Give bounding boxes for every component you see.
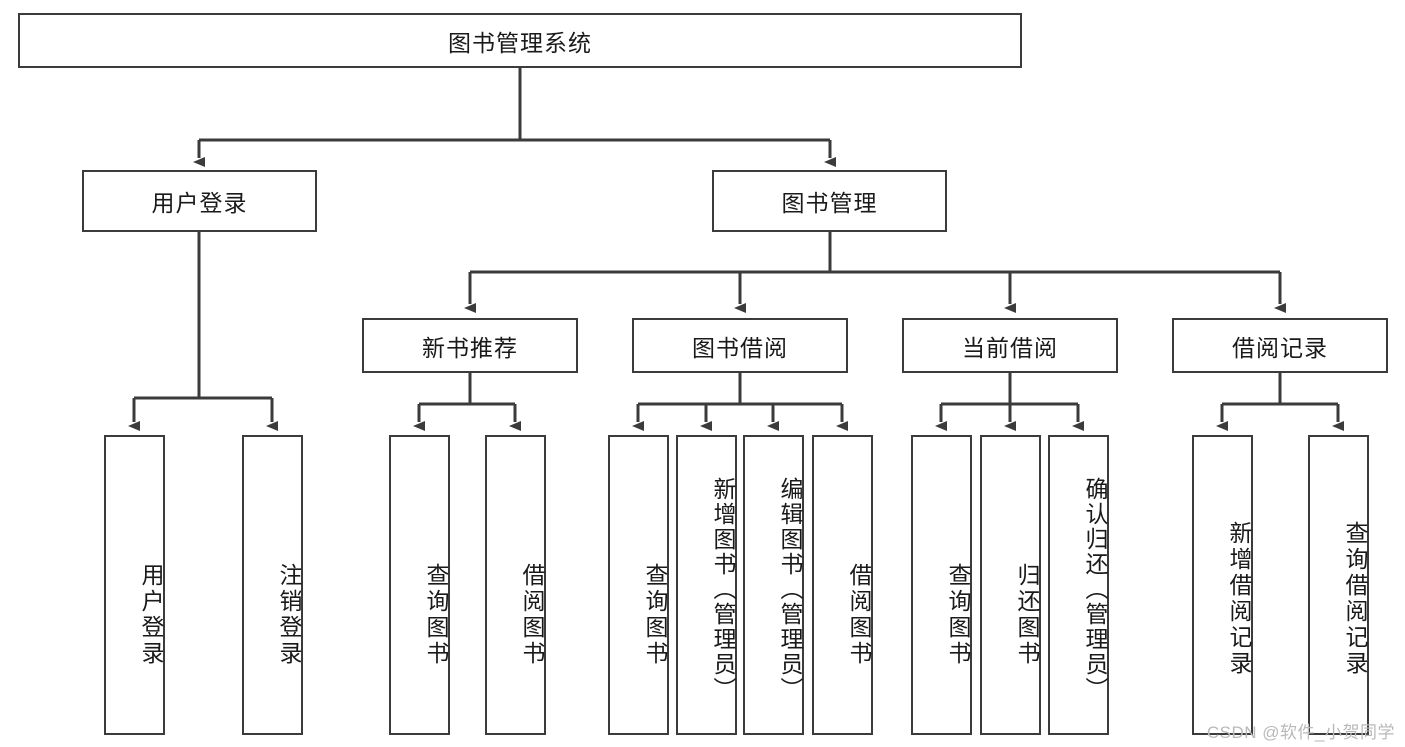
leaf-borrow-book-2[interactable]: 借阅图书 <box>812 435 873 735</box>
node-root-label: 图书管理系统 <box>448 29 592 56</box>
leaf-edit-book[interactable]: 编辑图书（管理员） <box>743 435 804 735</box>
leaf-user-login[interactable]: 用户登录 <box>104 435 165 735</box>
node-borrow-record-label: 借阅记录 <box>1232 334 1328 361</box>
leaf-return-book-label: 归还图书 <box>1014 563 1040 667</box>
leaf-confirm-return-label: 确认归还（管理员） <box>1082 476 1108 702</box>
leaf-add-record-label: 新增借阅记录 <box>1226 521 1252 677</box>
node-user-login[interactable]: 用户登录 <box>82 170 317 232</box>
node-borrow-record[interactable]: 借阅记录 <box>1172 318 1388 373</box>
leaf-query-book-3[interactable]: 查询图书 <box>911 435 972 735</box>
leaf-add-record[interactable]: 新增借阅记录 <box>1192 435 1253 735</box>
leaf-edit-book-label: 编辑图书（管理员） <box>777 476 803 702</box>
leaf-borrow-book-1[interactable]: 借阅图书 <box>485 435 546 735</box>
leaf-query-book-2-label: 查询图书 <box>642 563 668 667</box>
leaf-borrow-book-2-label: 借阅图书 <box>846 563 872 667</box>
leaf-logout-login-label: 注销登录 <box>276 563 302 667</box>
leaf-logout-login[interactable]: 注销登录 <box>242 435 303 735</box>
node-current-borrow-label: 当前借阅 <box>962 334 1058 361</box>
leaf-user-login-label: 用户登录 <box>138 563 164 667</box>
leaf-query-book-3-label: 查询图书 <box>945 563 971 667</box>
leaf-return-book[interactable]: 归还图书 <box>980 435 1041 735</box>
node-book-management[interactable]: 图书管理 <box>712 170 947 232</box>
node-book-borrow-label: 图书借阅 <box>692 334 788 361</box>
leaf-add-book-label: 新增图书（管理员） <box>710 476 736 702</box>
node-root[interactable]: 图书管理系统 <box>18 13 1022 68</box>
node-book-borrow[interactable]: 图书借阅 <box>632 318 848 373</box>
watermark: CSDN @软件_小贺同学 <box>1206 723 1395 742</box>
node-new-book-recommend-label: 新书推荐 <box>422 334 518 361</box>
leaf-query-book-2[interactable]: 查询图书 <box>608 435 669 735</box>
node-current-borrow[interactable]: 当前借阅 <box>902 318 1118 373</box>
leaf-query-book-1[interactable]: 查询图书 <box>389 435 450 735</box>
leaf-query-record[interactable]: 查询借阅记录 <box>1308 435 1369 735</box>
leaf-borrow-book-1-label: 借阅图书 <box>519 563 545 667</box>
leaf-confirm-return[interactable]: 确认归还（管理员） <box>1048 435 1109 735</box>
node-new-book-recommend[interactable]: 新书推荐 <box>362 318 578 373</box>
leaf-add-book[interactable]: 新增图书（管理员） <box>676 435 737 735</box>
node-user-login-label: 用户登录 <box>151 190 248 216</box>
node-book-management-label: 图书管理 <box>781 190 878 216</box>
leaf-query-record-label: 查询借阅记录 <box>1342 521 1368 677</box>
leaf-query-book-1-label: 查询图书 <box>423 563 449 667</box>
